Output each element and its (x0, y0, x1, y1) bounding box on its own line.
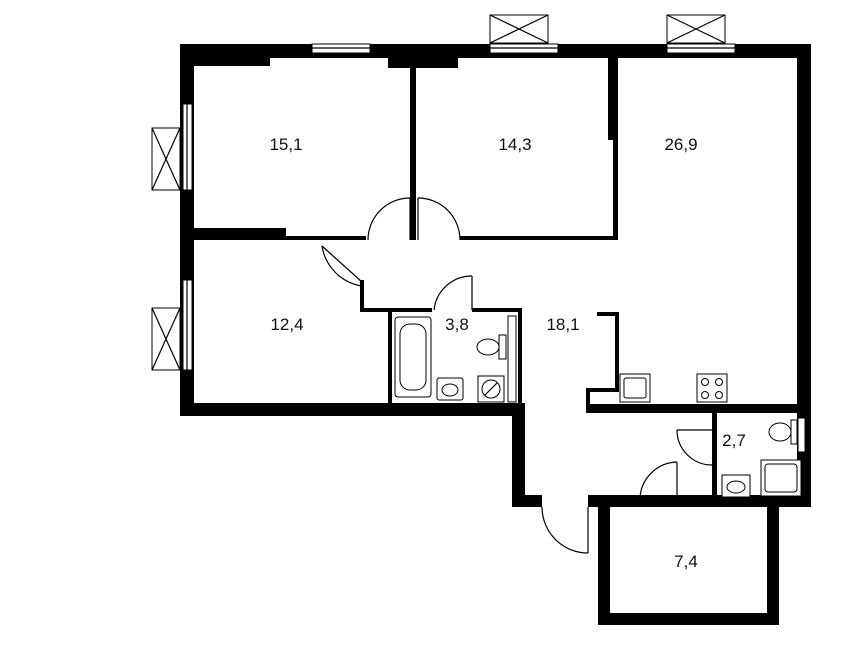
door-swing-icon (676, 429, 713, 466)
sink-icon (721, 474, 751, 498)
door-swing-icon (321, 245, 363, 287)
toilet-icon (768, 419, 798, 445)
window-icon (489, 14, 559, 54)
sink-icon (619, 373, 651, 403)
window-icon (151, 103, 193, 191)
room-area-bathroom: 3,8 (445, 315, 469, 334)
shower-icon (760, 459, 802, 497)
window-icon (151, 279, 193, 371)
washing-machine-icon (477, 375, 505, 403)
sink-icon (436, 377, 464, 401)
door-swing-icon (433, 275, 473, 311)
outer-walls (180, 44, 811, 625)
room-area-bedroom-2: 14,3 (498, 135, 531, 154)
room-area-bedroom-3: 12,4 (270, 315, 303, 334)
room-area-kitchen-living: 26,9 (664, 135, 697, 154)
toilet-icon (476, 334, 507, 360)
stove-icon (696, 373, 728, 403)
window-icon (311, 43, 371, 54)
door-swing-icon (417, 197, 461, 241)
inner-walls (194, 58, 811, 500)
room-area-wc: 2,7 (722, 431, 746, 450)
door-swing-icon (367, 197, 411, 241)
room-area-bedroom-1: 15,1 (269, 135, 302, 154)
door-swing-icon (541, 506, 589, 554)
bathtub-icon (394, 316, 432, 398)
window-icon (666, 14, 736, 54)
bathroom-cabinet (507, 315, 517, 403)
door-swing-icon (639, 461, 678, 501)
room-area-hallway: 18,1 (546, 315, 579, 334)
room-area-storage: 7,4 (674, 552, 698, 571)
wc-cabinet (797, 417, 806, 453)
